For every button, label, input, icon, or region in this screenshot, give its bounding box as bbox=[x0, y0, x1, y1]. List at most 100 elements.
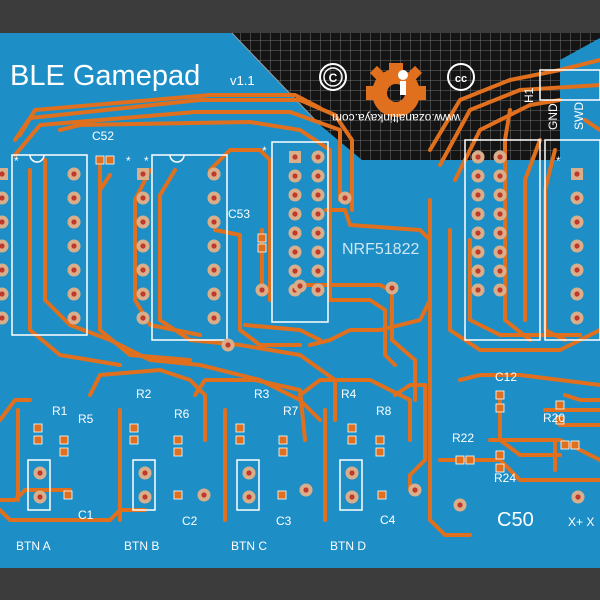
pad-group bbox=[0, 150, 585, 512]
label-btn-b: BTN B bbox=[124, 539, 159, 553]
pad-drill bbox=[497, 268, 503, 274]
smd-pad bbox=[59, 435, 69, 445]
smd-pad bbox=[278, 447, 288, 457]
pad-drill bbox=[211, 291, 217, 297]
smd-pad bbox=[465, 455, 475, 465]
pad-drill bbox=[574, 291, 580, 297]
pad-drill bbox=[315, 173, 321, 179]
pad-drill bbox=[71, 243, 77, 249]
smd-pad bbox=[570, 440, 580, 450]
smd-pad bbox=[173, 447, 183, 457]
smd-pad bbox=[347, 435, 357, 445]
pad-drill bbox=[292, 211, 298, 217]
smd-pad bbox=[105, 155, 115, 165]
smd-pad bbox=[495, 390, 505, 400]
pad-drill bbox=[211, 315, 217, 321]
pad-drill bbox=[315, 230, 321, 236]
pad-drill bbox=[259, 287, 265, 293]
board-version: v1.1 bbox=[230, 73, 255, 88]
label-c53: C53 bbox=[228, 207, 250, 221]
pad-drill bbox=[497, 154, 503, 160]
pad-drill bbox=[315, 268, 321, 274]
smd-pad bbox=[257, 243, 267, 253]
label-c1: C1 bbox=[78, 508, 94, 522]
pad-drill bbox=[303, 487, 309, 493]
label-r3: R3 bbox=[254, 387, 270, 401]
pad-drill bbox=[0, 267, 5, 273]
pad-drill bbox=[211, 195, 217, 201]
pad-drill bbox=[0, 315, 5, 321]
label-c4: C4 bbox=[380, 513, 396, 527]
label-r2: R2 bbox=[136, 387, 152, 401]
pad-drill bbox=[457, 502, 463, 508]
label-r20: R20 bbox=[543, 411, 565, 425]
label-c2: C2 bbox=[182, 514, 198, 528]
svg-text:C: C bbox=[329, 71, 338, 85]
smd-pad bbox=[173, 435, 183, 445]
smd-pad bbox=[129, 423, 139, 433]
pad-drill bbox=[297, 283, 303, 289]
pad-drill bbox=[292, 268, 298, 274]
pad-drill bbox=[292, 249, 298, 255]
smd-pad bbox=[33, 435, 43, 445]
ic-outlines bbox=[11, 139, 541, 341]
pad-drill bbox=[497, 192, 503, 198]
creative-commons-icon: cc bbox=[447, 63, 475, 91]
pad-drill bbox=[497, 249, 503, 255]
pad-drill bbox=[0, 243, 5, 249]
smd-pad bbox=[278, 435, 288, 445]
smd-pad bbox=[235, 423, 245, 433]
pad-drill bbox=[140, 243, 146, 249]
label-btn-d: BTN D bbox=[330, 539, 366, 553]
pad-drill bbox=[475, 211, 481, 217]
pad-drill bbox=[475, 249, 481, 255]
pad-drill bbox=[574, 171, 580, 177]
pad-drill bbox=[497, 211, 503, 217]
pad-drill bbox=[0, 291, 5, 297]
pad-drill bbox=[211, 171, 217, 177]
pad-drill bbox=[0, 195, 5, 201]
pin1-marker: * bbox=[556, 154, 561, 168]
open-hardware-icon bbox=[366, 63, 426, 117]
pad-drill bbox=[475, 230, 481, 236]
pad-drill bbox=[71, 291, 77, 297]
pad-drill bbox=[71, 315, 77, 321]
smd-pad bbox=[375, 435, 385, 445]
pad-drill bbox=[574, 243, 580, 249]
pad-drill bbox=[497, 230, 503, 236]
smd-pad bbox=[95, 155, 105, 165]
pad-drill bbox=[140, 291, 146, 297]
pad-drill bbox=[0, 171, 5, 177]
header-pin-gnd: GND bbox=[546, 103, 560, 130]
pad-drill bbox=[475, 192, 481, 198]
pad-drill bbox=[140, 267, 146, 273]
label-r7: R7 bbox=[283, 404, 299, 418]
pad-drill bbox=[140, 315, 146, 321]
pad-drill bbox=[140, 171, 146, 177]
label-r8: R8 bbox=[376, 404, 392, 418]
label-r4: R4 bbox=[341, 387, 357, 401]
pad-drill bbox=[315, 154, 321, 160]
board-url: www.ozanaltinkaya.com bbox=[332, 111, 461, 125]
smd-pad bbox=[257, 233, 267, 243]
pad-drill bbox=[315, 287, 321, 293]
smd-pad bbox=[495, 463, 505, 473]
pad-drill bbox=[315, 249, 321, 255]
pad-drill bbox=[575, 494, 581, 500]
pad-drill bbox=[292, 173, 298, 179]
pad-drill bbox=[475, 154, 481, 160]
pad-drill bbox=[246, 470, 252, 476]
pad-drill bbox=[497, 173, 503, 179]
pad-drill bbox=[574, 195, 580, 201]
smd-pad bbox=[173, 490, 183, 500]
smd-pad bbox=[495, 450, 505, 460]
pad-drill bbox=[574, 219, 580, 225]
label-r24: R24 bbox=[494, 471, 516, 485]
pin1-marker: * bbox=[262, 144, 267, 158]
pad-drill bbox=[211, 219, 217, 225]
header-label: H1 bbox=[522, 87, 536, 103]
smd-pad bbox=[455, 455, 465, 465]
pad-drill bbox=[246, 494, 252, 500]
pad-drill bbox=[389, 285, 395, 291]
